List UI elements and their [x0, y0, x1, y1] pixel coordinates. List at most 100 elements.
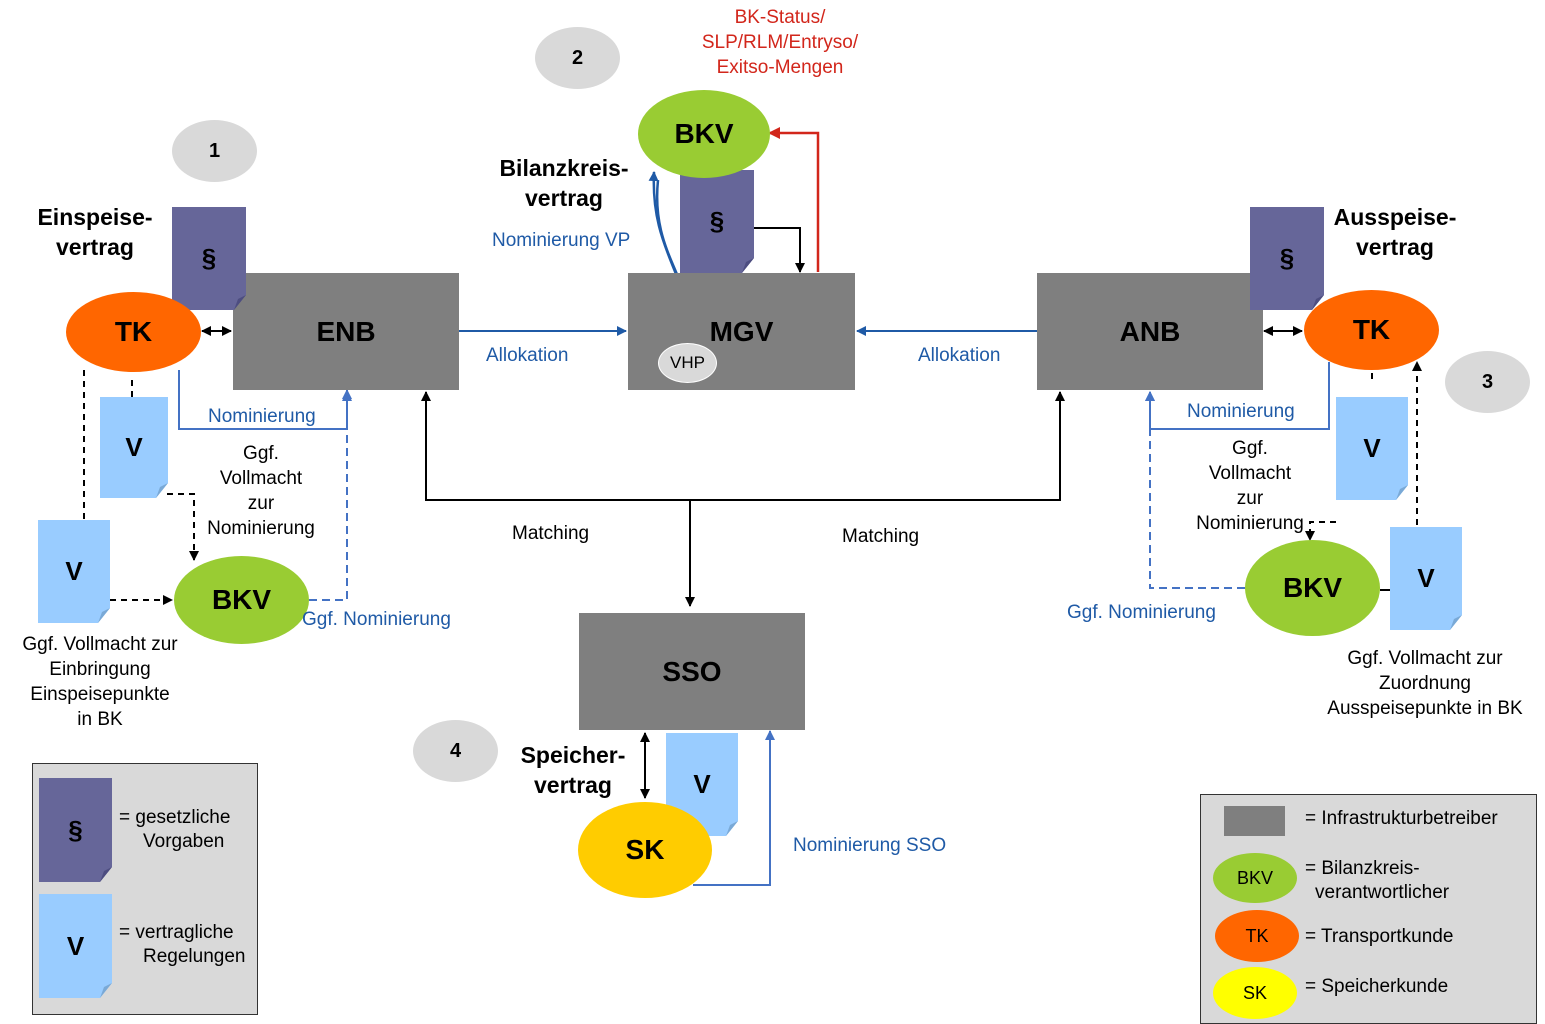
paragraph-doc-top: §	[680, 170, 754, 273]
v-doc-right-top: V	[1336, 397, 1408, 500]
v-doc-left-bottom-glyph: V	[65, 556, 83, 586]
tk-right-node[interactable]: TK	[1304, 290, 1439, 370]
vollmacht-left-line1: Ggf.	[243, 443, 279, 464]
legend-bkv-swatch: BKV	[1213, 853, 1297, 903]
legend-paragraph-doc: §	[39, 778, 112, 882]
paragraph-doc-right-glyph: §	[1279, 243, 1295, 273]
matching-left-line	[421, 391, 690, 501]
paragraph-doc-left-shape	[172, 207, 246, 310]
paragraph-doc-right: §	[1250, 207, 1324, 310]
nominierung-vp-label: Nominierung VP	[492, 230, 631, 251]
vollmacht-right-line1: Ggf.	[1232, 438, 1268, 459]
vollmacht-left-line3: zur	[247, 493, 275, 514]
step-2-badge: 2	[535, 27, 620, 89]
speicher-line1: Speicher-	[520, 742, 626, 768]
nominierung-right-label: Nominierung	[1187, 401, 1295, 422]
v-doc-left-top-glyph: V	[125, 432, 143, 462]
legend-left: § = gesetzliche Vorgaben V = vertraglich…	[32, 763, 258, 1015]
legend-v-glyph: V	[66, 930, 85, 961]
vollmacht-right-line2: Vollmacht	[1208, 463, 1292, 484]
zuordnung-line1: Ggf. Vollmacht zur	[1347, 648, 1503, 669]
legend-infra-swatch	[1224, 806, 1285, 836]
step-2-label: 2	[571, 46, 584, 69]
vhp-badge: VHP	[658, 343, 717, 383]
step-4-badge: 4	[413, 720, 498, 782]
v-doc-left-top: V	[100, 397, 168, 498]
ausspeise-line1: Ausspeise-	[1333, 204, 1457, 230]
sso-box[interactable]: SSO	[579, 613, 805, 730]
v-to-bkv-left-dashed	[167, 493, 199, 561]
ggf-nominierung-right-label: Ggf. Nominierung	[1067, 602, 1216, 623]
legend-right: = Infrastrukturbetreiber BKV = Bilanzkre…	[1200, 794, 1537, 1024]
legend-sk-text: = Speicherkunde	[1305, 976, 1449, 997]
einbringung-label: Ggf. Vollmacht zur Einbringung Einspeise…	[5, 632, 195, 732]
vollmacht-left-line4: Nominierung	[207, 518, 315, 539]
nominierung-sso-label: Nominierung SSO	[793, 835, 947, 856]
sk-node[interactable]: SK	[578, 802, 712, 898]
bilanzkreis-line2: vertrag	[525, 185, 603, 211]
zuordnung-line3: Ausspeisepunkte in BK	[1327, 698, 1523, 719]
v-doc-left-bottom: V	[38, 520, 110, 623]
v-doc-right-top-glyph: V	[1363, 433, 1381, 463]
bkv-right-label: BKV	[1282, 572, 1343, 603]
bilanzkreisvertrag-label: Bilanzkreis- vertrag	[494, 153, 634, 213]
v-doc-left-bottom-shape	[38, 520, 110, 623]
zuordnung-line2: Zuordnung	[1379, 673, 1471, 694]
einbringung-line4: in BK	[77, 709, 123, 730]
speichervertrag-label: Speicher- vertrag	[508, 740, 638, 800]
einspeise-line1: Einspeise-	[37, 204, 153, 230]
legend-paragraph-text-2: Vorgaben	[143, 831, 225, 852]
einbringung-line1: Ggf. Vollmacht zur	[22, 634, 178, 655]
sso-label: SSO	[662, 655, 722, 687]
legend-paragraph-text-1: = gesetzliche	[119, 807, 231, 828]
tk-left-node[interactable]: TK	[66, 292, 201, 372]
vollmacht-right-line3: zur	[1236, 488, 1264, 509]
bkv-left-node[interactable]: BKV	[174, 556, 309, 644]
tk-left-label: TK	[114, 316, 153, 347]
sk-label: SK	[625, 834, 665, 865]
paragraph-doc-top-shape	[680, 170, 754, 273]
bilanzkreis-line1: Bilanzkreis-	[499, 155, 629, 181]
step-3-label: 3	[1481, 370, 1494, 393]
bkv-top-node[interactable]: BKV	[638, 90, 770, 178]
legend-tk-key: TK	[1245, 925, 1269, 946]
v-doc-sso-glyph: V	[693, 769, 711, 799]
speicher-line2: vertrag	[534, 772, 612, 798]
anb-box[interactable]: ANB	[1037, 273, 1263, 390]
bk-status-line3: Exitso-Mengen	[716, 57, 844, 78]
vollmacht-nominierung-left: Ggf. Vollmacht zur Nominierung	[196, 441, 326, 541]
einbringung-line3: Einspeisepunkte	[30, 684, 170, 705]
legend-paragraph-doc-shape	[39, 778, 112, 882]
bkv-right-node[interactable]: BKV	[1245, 540, 1380, 636]
step-1-badge: 1	[172, 120, 257, 182]
vollmacht-nominierung-right: Ggf. Vollmacht zur Nominierung	[1185, 436, 1315, 536]
anb-label: ANB	[1119, 315, 1181, 347]
v-doc-right-bottom-shape	[1390, 527, 1462, 630]
nominierung-left-label: Nominierung	[208, 406, 316, 427]
step-4-label: 4	[449, 739, 462, 762]
v-doc-right-top-shape	[1336, 397, 1408, 500]
bk-status-label: BK-Status/ SLP/RLM/Entryso/ Exitso-Menge…	[680, 5, 880, 80]
einspeise-line2: vertrag	[56, 234, 134, 260]
legend-tk-swatch: TK	[1215, 910, 1299, 962]
legend-sk-key: SK	[1242, 982, 1267, 1003]
legend-bkv-key: BKV	[1236, 867, 1274, 888]
v-doc-right-bottom: V	[1390, 527, 1462, 630]
vollmacht-right-line4: Nominierung	[1196, 513, 1304, 534]
ggf-nominierung-left-label: Ggf. Nominierung	[302, 609, 451, 630]
bkv-top-label: BKV	[674, 118, 734, 149]
enb-box[interactable]: ENB	[233, 273, 459, 390]
bk-status-arrow	[768, 127, 820, 272]
vhp-label: VHP	[670, 353, 705, 372]
ausspeise-line2: vertrag	[1356, 234, 1434, 260]
legend-v-doc: V	[39, 894, 112, 998]
matching-right-line	[690, 391, 1065, 501]
paragraph-doc-top-glyph: §	[709, 206, 725, 236]
legend-infra-text: = Infrastrukturbetreiber	[1305, 808, 1498, 829]
paragraph-mgv-arrow	[754, 227, 805, 273]
mgv-label: MGV	[709, 315, 774, 347]
step-3-badge: 3	[1445, 351, 1530, 413]
legend-tk-text: = Transportkunde	[1305, 926, 1454, 947]
paragraph-doc-left-glyph: §	[201, 243, 217, 273]
v-doc-right-bottom-glyph: V	[1417, 563, 1435, 593]
